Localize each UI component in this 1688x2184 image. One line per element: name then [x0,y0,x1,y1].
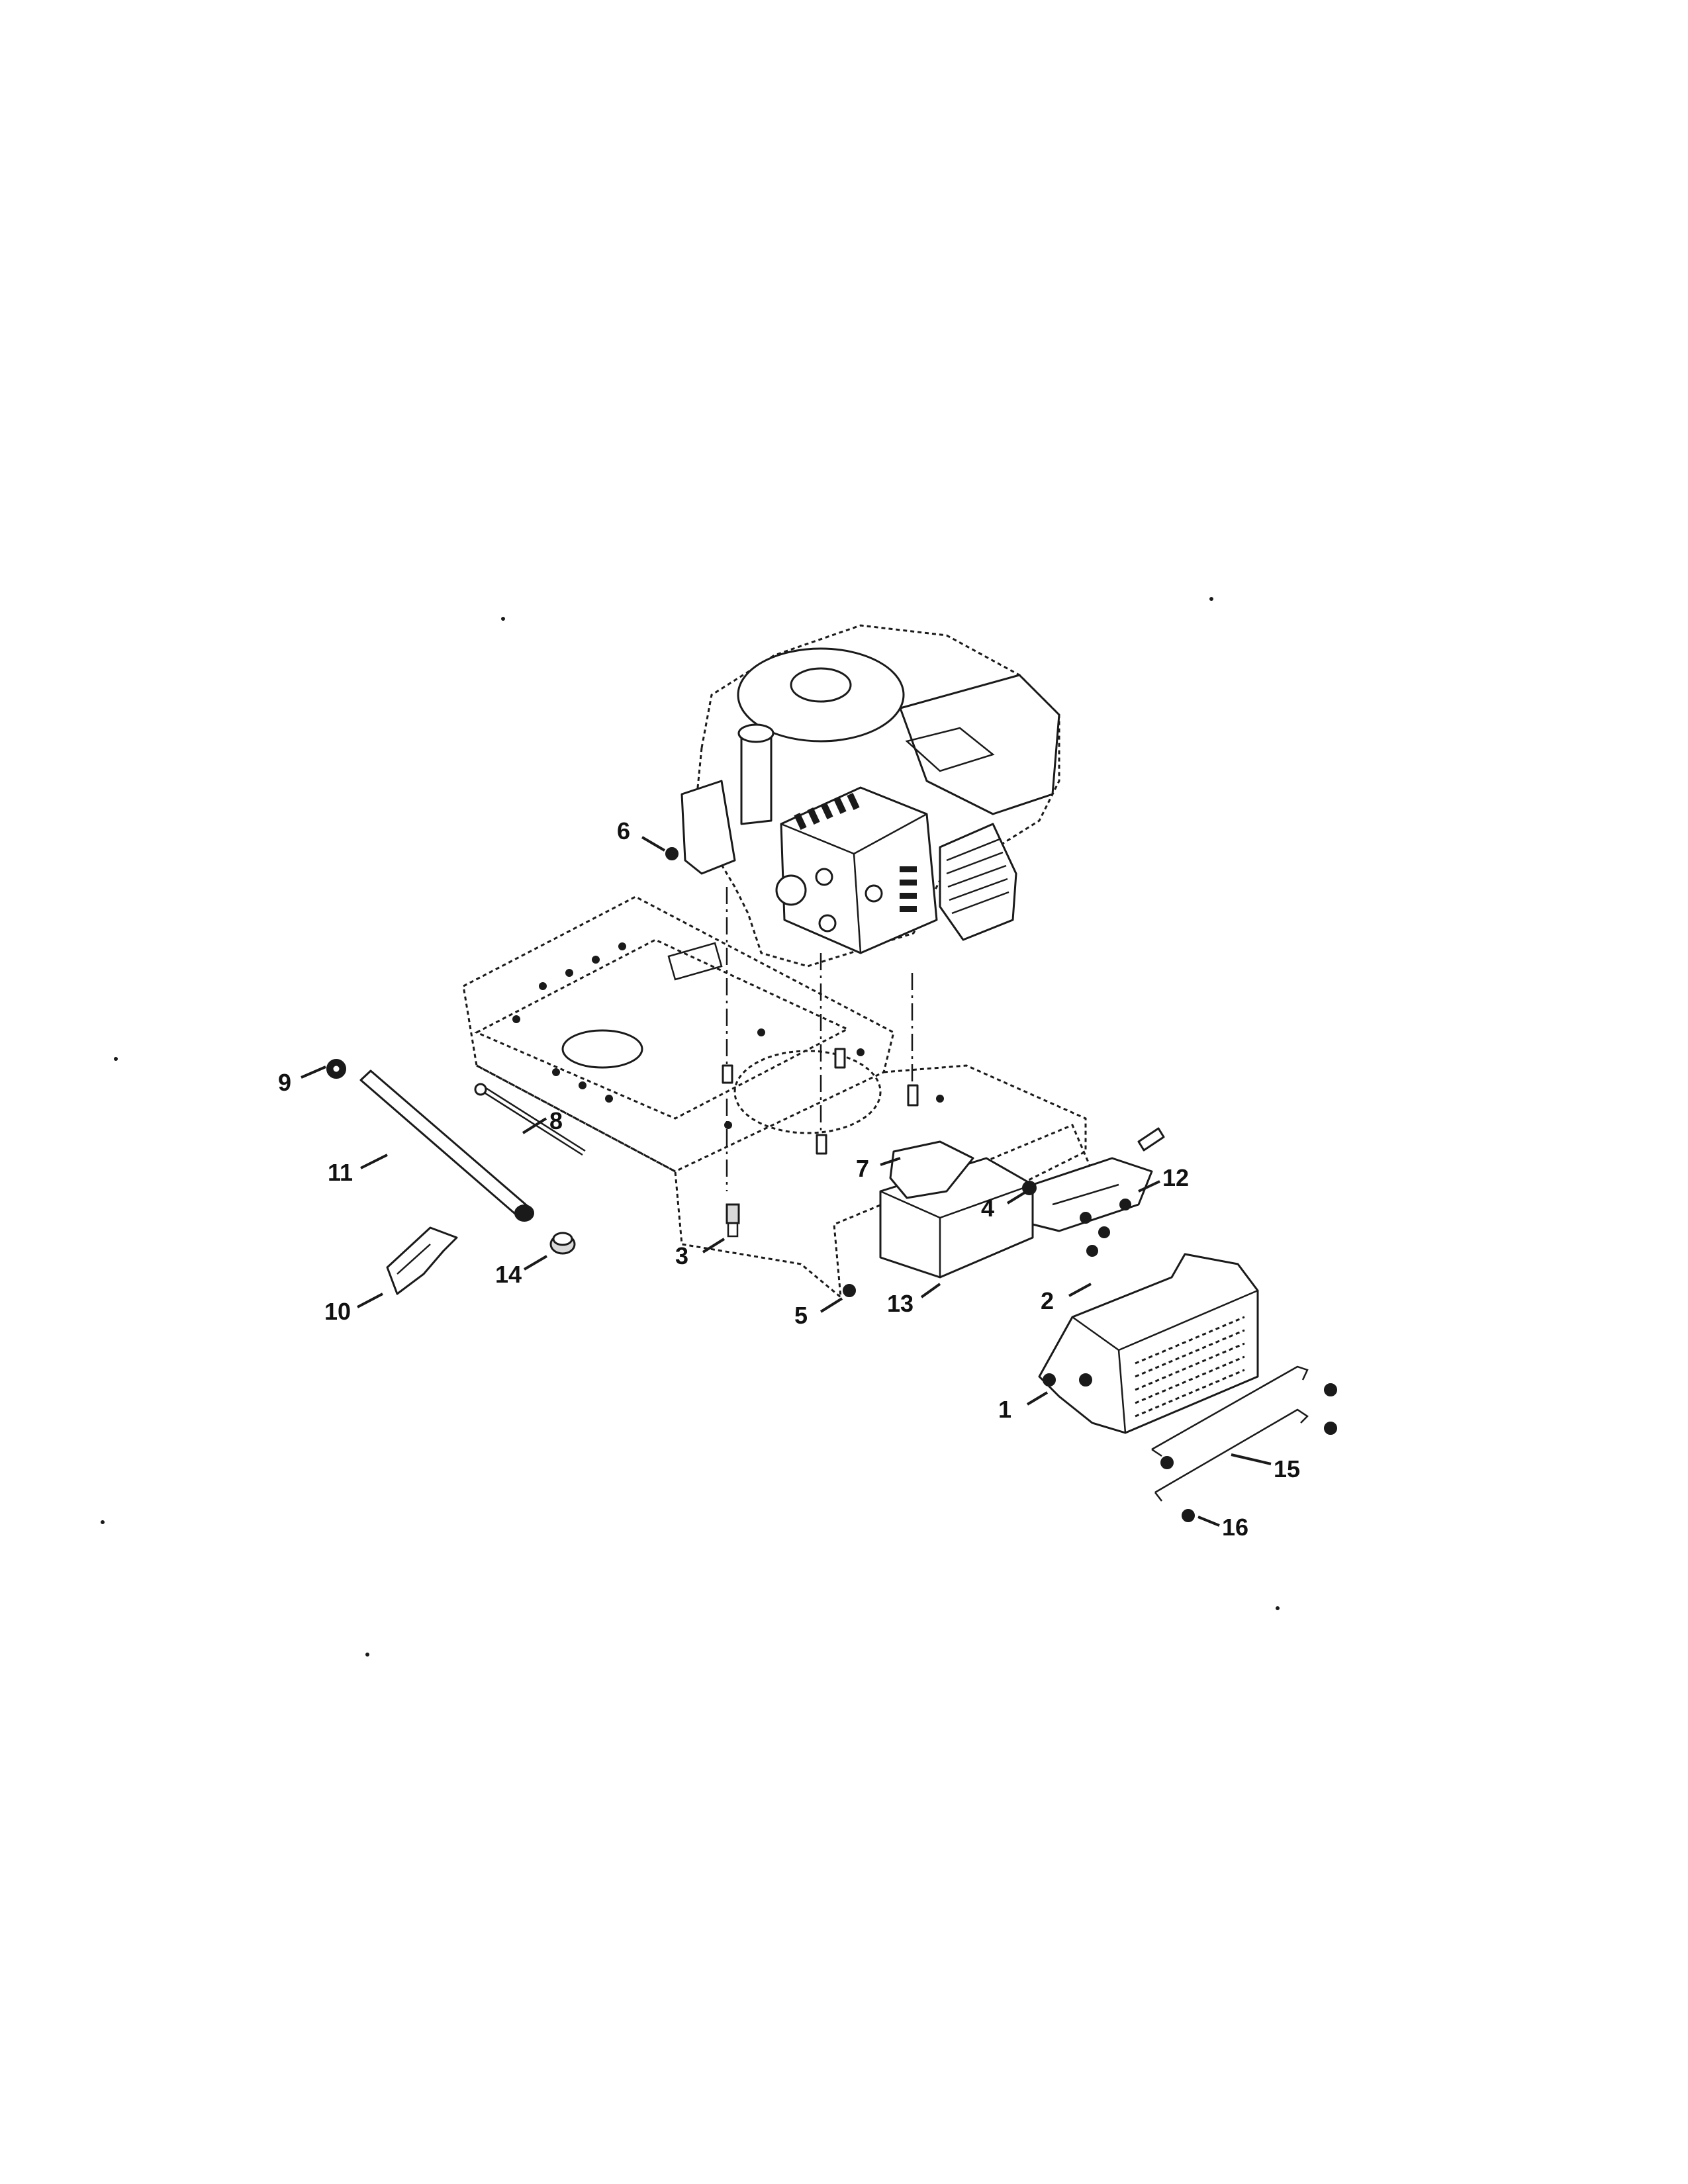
part-15-rods [1151,1365,1309,1502]
callout-1: 1 [998,1396,1011,1423]
callout-12: 12 [1162,1164,1189,1191]
muffler-hole-2 [818,914,837,933]
engine-shroud-outline [694,624,1060,968]
frame-stud-3 [816,1134,827,1155]
muffler-edge [853,853,862,954]
callout-2: 2 [1041,1287,1054,1314]
callout-13: 13 [887,1290,914,1317]
part-8-long-bolt [474,1083,586,1156]
part-16-screws [1160,1383,1337,1522]
callout-16: 16 [1222,1514,1248,1541]
frame-stud-1 [834,1048,846,1069]
tractor-frame [462,895,1094,1300]
scan-specks [101,597,1280,1657]
nut-part-5 [843,1284,856,1297]
guard-grille [1135,1316,1245,1418]
starter-motor [680,780,736,875]
frame-side-wall [476,1064,1094,1300]
frame-right-rail [883,1064,1087,1193]
callout-8: 8 [549,1107,563,1134]
rear-housing-recess [905,727,995,772]
bolt-part-3 [726,1203,740,1238]
muffler-hole-3 [865,884,883,903]
part-7-link [889,1140,974,1199]
frame-stud-4 [722,1064,733,1084]
air-cleaner-cap [790,667,852,703]
callout-5: 5 [794,1302,808,1329]
callout-11: 11 [328,1159,353,1186]
frame-deck-plate [474,938,850,1120]
screw-part-2a [1080,1212,1092,1224]
screw-part-2b [1098,1226,1110,1238]
callout-3: 3 [675,1242,688,1269]
callout-9: 9 [278,1069,291,1096]
frame-pulley-opening [733,1050,882,1134]
screw-part-2c [1086,1245,1098,1257]
engine [680,624,1060,968]
muffler-slots [794,793,917,912]
oil-fill-cap [737,723,774,743]
callout-leaders [301,836,1272,1527]
callout-4: 4 [981,1195,994,1222]
callout-labels: 1 2 3 4 5 6 7 8 9 10 11 12 13 14 15 16 [278,817,1300,1541]
callout-10: 10 [324,1298,351,1325]
callout-6: 6 [617,817,630,844]
cylinder-fins [946,838,1009,915]
part-14-bushing [549,1232,576,1255]
callout-14: 14 [495,1261,522,1288]
callout-7: 7 [856,1155,869,1182]
cylinder-head [939,823,1017,941]
frame-slot [667,942,723,981]
part-9-nut [326,1059,346,1079]
part-1-front-guard [1038,1253,1259,1434]
part-11-axle-rod [359,1069,534,1222]
frame-pulley [561,1029,643,1069]
muffler-hole-1 [815,868,833,886]
frame-stud-2 [907,1084,919,1107]
nut-part-4 [1022,1181,1037,1195]
frame-bolt-holes [512,942,944,1129]
hardware [665,847,1165,1297]
callout-15: 15 [1274,1455,1300,1482]
part-10-bracket [386,1226,458,1295]
muffler-outlet [775,874,807,906]
oil-fill-tube [740,730,773,825]
part-12-bracket [1031,1157,1153,1232]
bolt-right [1137,1127,1165,1152]
assembly-guides [726,887,914,1191]
nut-part-6 [665,847,679,860]
screw-part-2d [1119,1199,1131,1210]
